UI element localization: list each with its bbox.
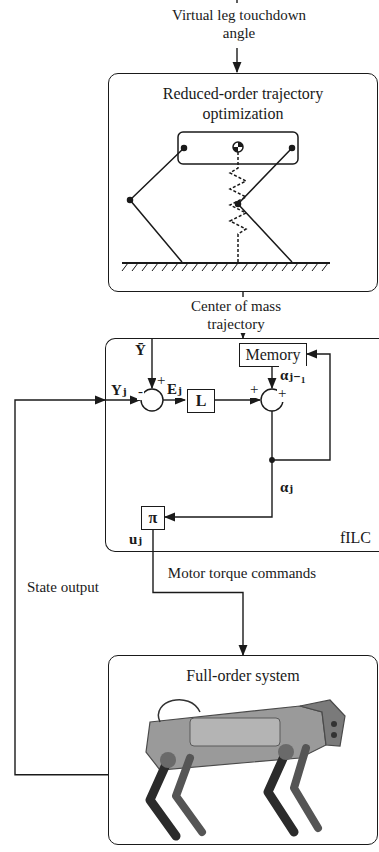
slip-model [122, 132, 330, 271]
signal-label: Ȳ [134, 341, 147, 359]
robot-illustration [146, 700, 345, 836]
process-box: Memory [239, 343, 307, 367]
block-box: Full-order system [108, 655, 378, 845]
box-text: fILC [340, 529, 371, 547]
box-text: Reduced-order trajectory optimization [133, 84, 353, 124]
filc-wiring [105, 338, 330, 517]
signal-label: αⱼ [279, 478, 294, 496]
edge-label: State output [22, 578, 104, 596]
signal-arrow [153, 530, 243, 655]
signal-label: + [156, 371, 166, 389]
signal-label: Virtual leg touchdown angle [165, 6, 313, 42]
signal-label: + [277, 384, 287, 402]
signal-label: uⱼ [128, 530, 143, 548]
box-text: π [149, 509, 158, 527]
box-text: Full-order system [133, 666, 353, 686]
edge-label: Motor torque commands [166, 564, 318, 582]
signal-label: + [249, 380, 259, 398]
signal-label: Yⱼ [110, 381, 128, 399]
block-box: fILC L Memory π [105, 338, 379, 552]
block-box: Reduced-order trajectory optimization [108, 73, 378, 292]
input-arrow [236, 48, 237, 72]
box-text: L [196, 392, 207, 410]
box-text: Memory [245, 346, 300, 364]
signal-label: - [137, 382, 144, 400]
edge-label: Center of mass trajectory [160, 297, 312, 333]
input-line [236, 0, 237, 3]
signal-arrow [15, 400, 108, 775]
signal-label: Eⱼ [166, 380, 183, 398]
process-box: π [141, 506, 165, 530]
process-box: L [187, 389, 215, 413]
signal-label: αⱼ₋₁ [279, 366, 307, 384]
